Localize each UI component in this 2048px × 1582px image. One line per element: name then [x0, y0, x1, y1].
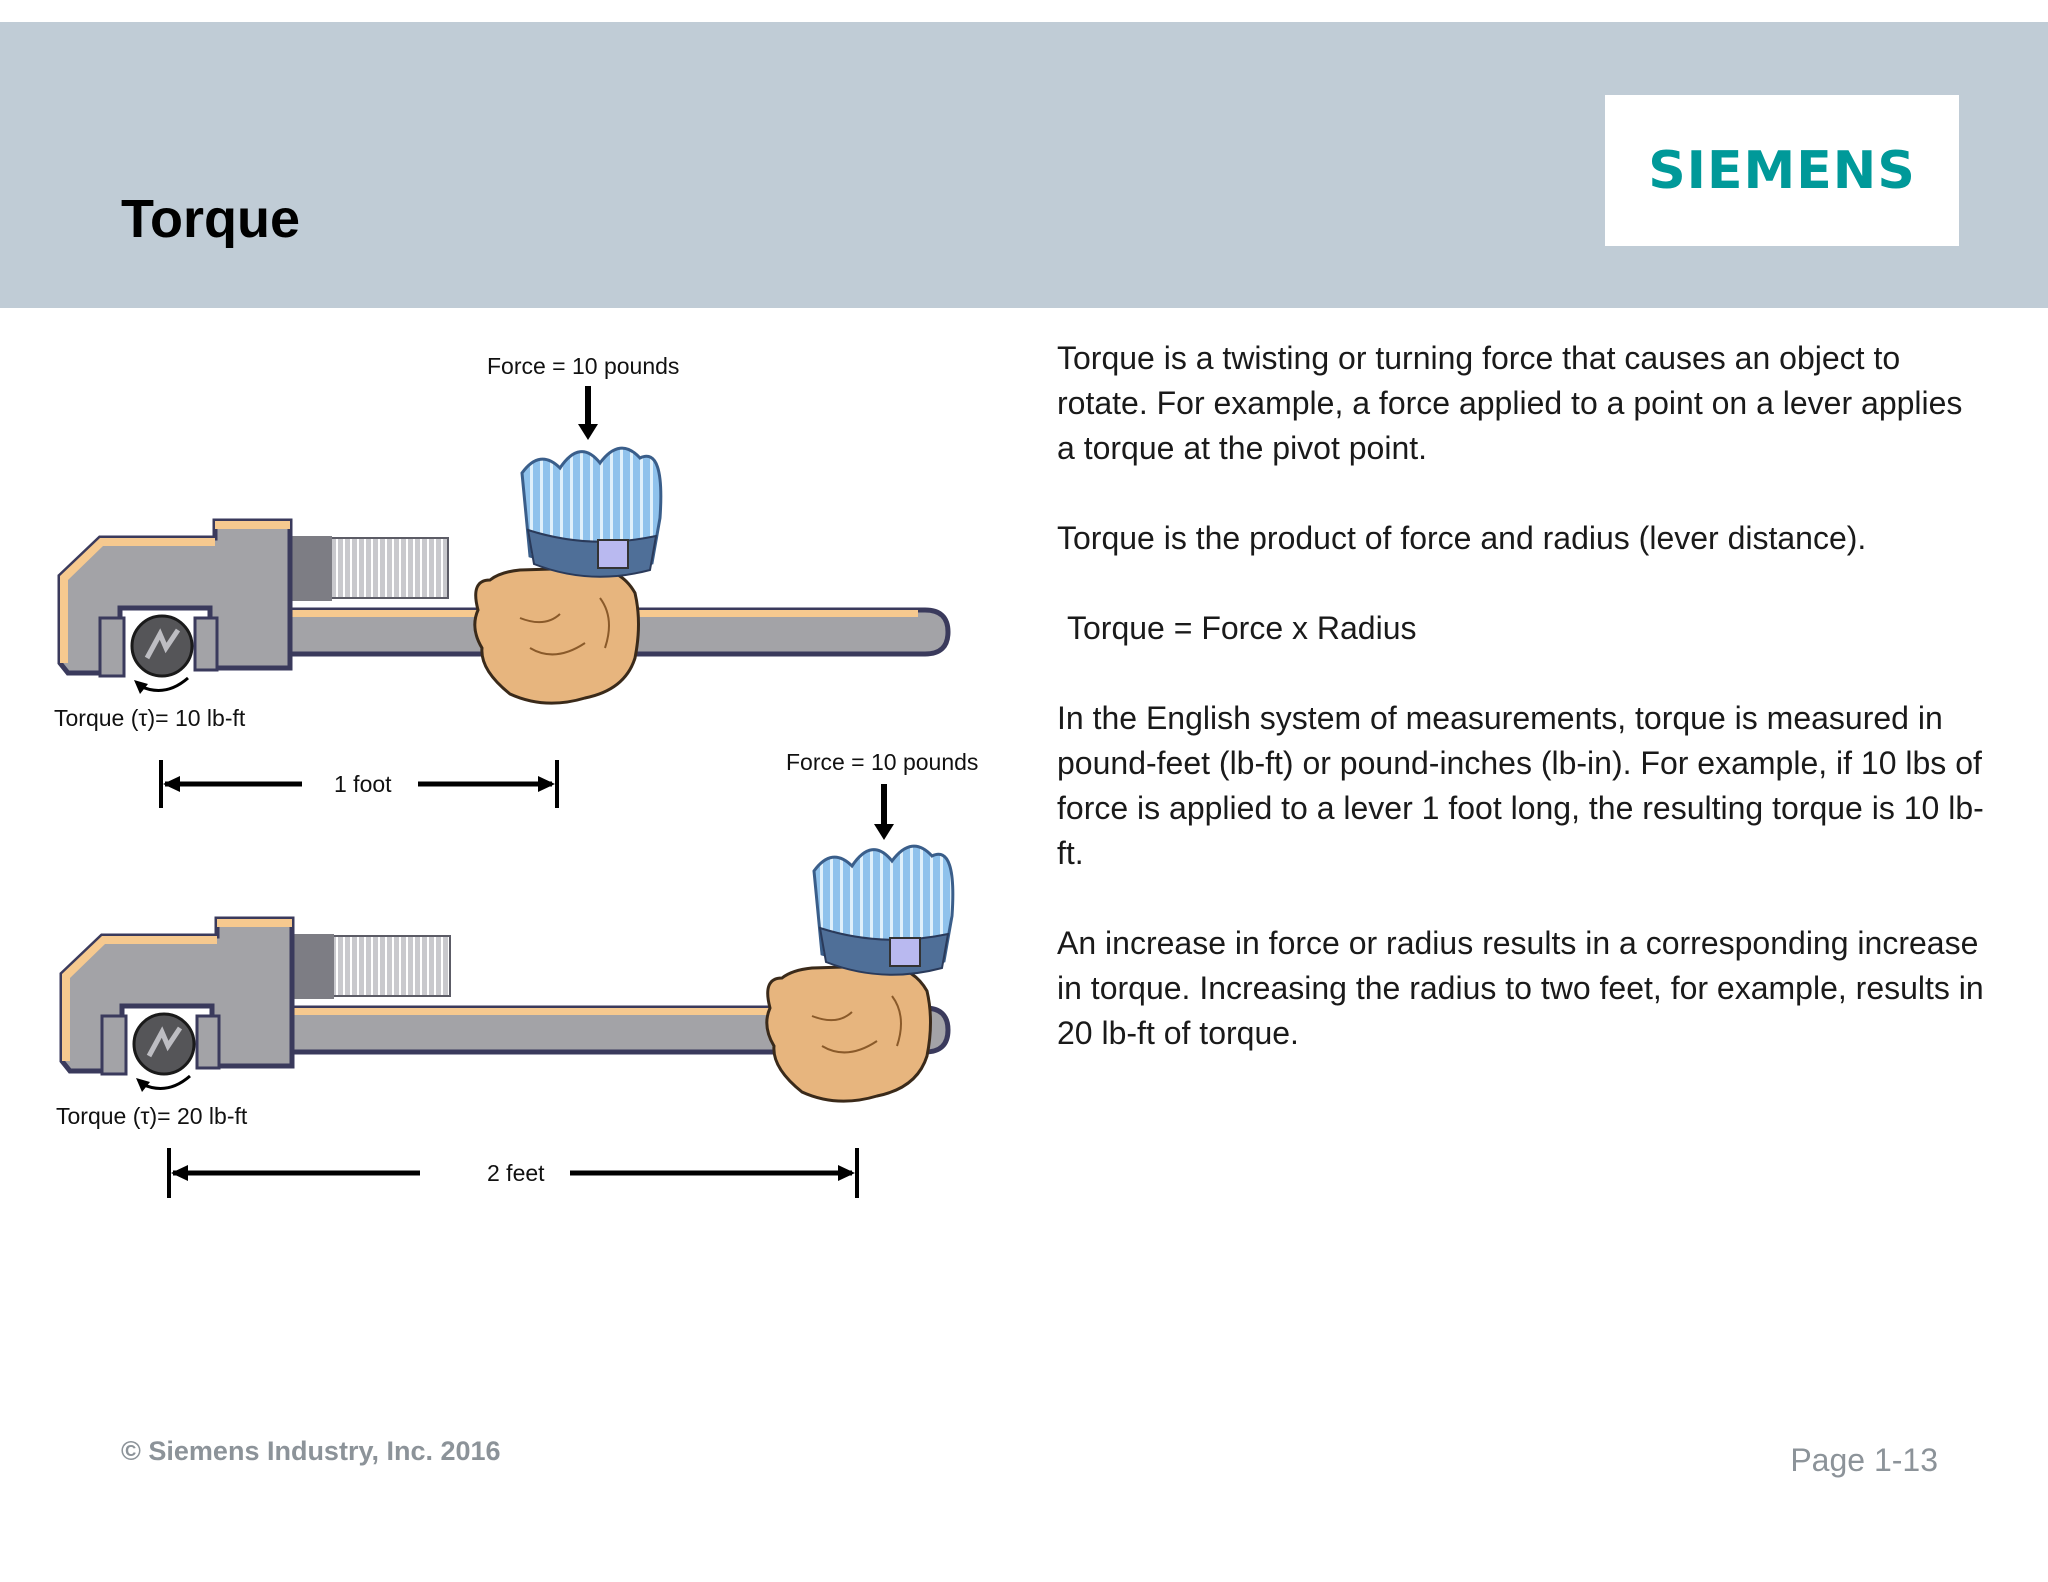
paragraph-increase: An increase in force or radius results i… [1057, 925, 1984, 1051]
torque-diagram: Force = 10 pounds [0, 318, 1010, 1218]
bottom-pipe-nut [132, 1012, 196, 1076]
bottom-force-label: Force = 10 pounds [786, 749, 978, 775]
bottom-force-arrowhead [874, 824, 894, 840]
top-distance-label: 1 foot [334, 771, 392, 797]
top-hand [473, 566, 640, 705]
top-pipe-nut [130, 614, 194, 678]
torque-formula: Torque = Force x Radius [1067, 610, 1417, 646]
siemens-logo: SIEMENS [1648, 140, 1916, 201]
page-title: Torque [121, 189, 300, 249]
top-torque-label: Torque (τ)= 10 lb-ft [54, 705, 246, 731]
paragraph-units: In the English system of measurements, t… [1057, 700, 1984, 871]
paragraph-definition: Torque is a twisting or turning force th… [1057, 340, 1963, 466]
paragraph-product: Torque is the product of force and radiu… [1057, 520, 1867, 556]
bottom-torque-label: Torque (τ)= 20 lb-ft [56, 1103, 248, 1129]
bottom-hand [765, 964, 932, 1103]
top-force-label: Force = 10 pounds [487, 353, 679, 379]
page-number: Page 1-13 [1790, 1442, 1938, 1478]
top-force-arrowhead [578, 424, 598, 440]
body-text: Torque is a twisting or turning force th… [1057, 336, 1987, 1101]
footer-copyright: © Siemens Industry, Inc. 2016 [121, 1436, 501, 1466]
wrench-diagram-svg: Force = 10 pounds [54, 353, 978, 1198]
bottom-distance-label: 2 feet [487, 1160, 545, 1186]
logo-box: SIEMENS [1605, 95, 1959, 246]
bottom-wrench-group: Force = 10 pounds [56, 749, 978, 1198]
top-wrench-group: Force = 10 pounds [54, 353, 951, 808]
